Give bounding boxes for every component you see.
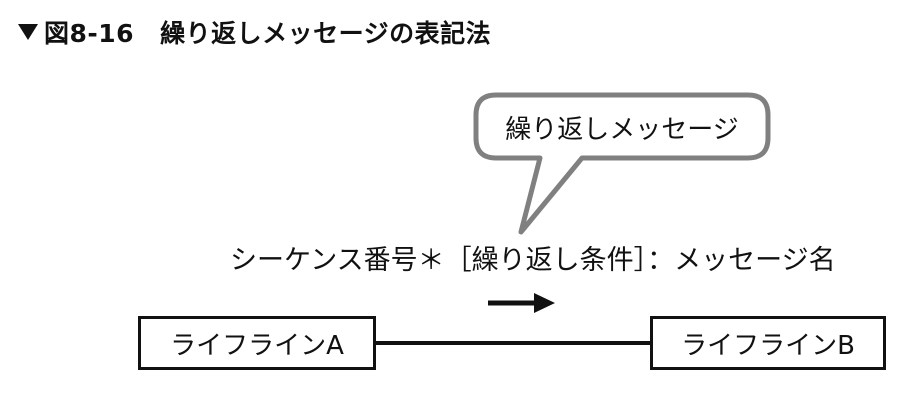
lifeline-a-label: ライフラインA (170, 330, 344, 361)
speech-bubble (473, 92, 771, 235)
triangle-down-icon (18, 24, 38, 40)
message-arrow (488, 293, 555, 313)
message-syntax: シーケンス番号＊［繰り返し条件］：メッセージ名 (230, 245, 836, 276)
lifeline-connector (376, 341, 650, 345)
figure-title: 図8-16 繰り返しメッセージの表記法 (18, 14, 491, 50)
figure-caption: 繰り返しメッセージの表記法 (160, 19, 492, 48)
bubble-label: 繰り返しメッセージ (505, 114, 739, 145)
lifeline-b-label: ライフラインB (681, 330, 855, 361)
figure-number: 図8-16 (44, 19, 135, 48)
lifeline-b-box: ライフラインB (650, 316, 886, 370)
lifeline-a-box: ライフラインA (138, 316, 376, 370)
